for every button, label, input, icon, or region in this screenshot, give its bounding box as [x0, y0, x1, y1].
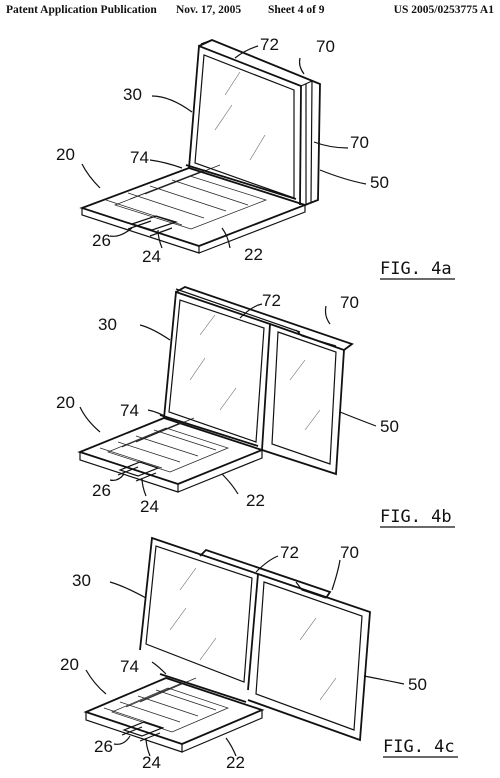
- ref-30: 30: [72, 571, 91, 590]
- ref-26: 26: [94, 737, 113, 756]
- laptop-drawing-4c: [83, 536, 405, 757]
- ref-72: 72: [280, 543, 299, 562]
- ref-50: 50: [408, 675, 427, 694]
- figure-caption-4a: FIG. 4a: [380, 259, 452, 279]
- publication-title: Patent Application Publication: [6, 4, 157, 16]
- ref-70: 70: [340, 293, 359, 312]
- ref-22: 22: [226, 753, 245, 772]
- ref-24: 24: [142, 247, 161, 266]
- ref-22: 22: [246, 491, 265, 510]
- ref-50: 50: [370, 173, 389, 192]
- ref-22: 22: [244, 245, 263, 264]
- page-header: Patent Application Publication Nov. 17, …: [6, 4, 494, 22]
- ref-30: 30: [98, 315, 117, 334]
- figure-4b: 30 20 74 72 70 50 26 24 22 FIG. 4b: [56, 286, 455, 528]
- figure-caption-4c: FIG. 4c: [383, 737, 455, 757]
- ref-20: 20: [56, 145, 75, 164]
- sheet-number: Sheet 4 of 9: [268, 4, 325, 16]
- publication-date: Nov. 17, 2005: [176, 4, 242, 16]
- ref-74: 74: [120, 401, 139, 420]
- ref-74: 74: [130, 148, 149, 167]
- ref-72: 72: [260, 35, 279, 54]
- figure-4c: 30 20 74 72 70 50 26 24 22 FIG. 4c: [60, 536, 458, 772]
- ref-20: 20: [56, 393, 75, 412]
- ref-20: 20: [60, 655, 79, 674]
- ref-26: 26: [92, 481, 111, 500]
- ref-50: 50: [380, 417, 399, 436]
- ref-74: 74: [120, 657, 139, 676]
- ref-70-side: 70: [350, 133, 369, 152]
- laptop-drawing-4b: [77, 286, 377, 497]
- patent-number: US 2005/0253775 A1: [393, 4, 494, 16]
- figure-caption-4b: FIG. 4b: [380, 507, 452, 527]
- ref-70-top: 70: [316, 37, 335, 56]
- ref-26: 26: [92, 231, 111, 250]
- ref-24: 24: [140, 497, 159, 516]
- figure-4a: 30 20 74 72 70 70 50 26 24 22 FIG. 4a: [56, 35, 455, 280]
- ref-30: 30: [123, 85, 142, 104]
- laptop-drawing-4a: [79, 39, 367, 254]
- ref-24: 24: [142, 753, 161, 772]
- ref-70: 70: [340, 543, 359, 562]
- ref-72: 72: [262, 291, 281, 310]
